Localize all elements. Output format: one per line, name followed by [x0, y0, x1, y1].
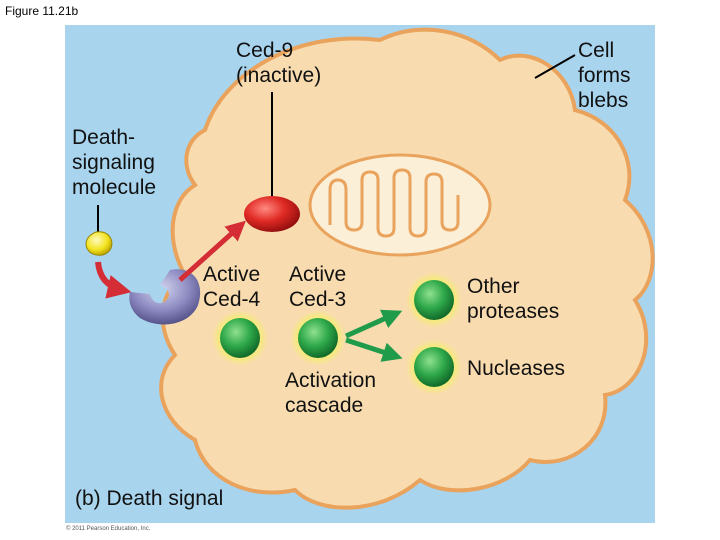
inhibition-arrow	[178, 220, 246, 282]
cascade-label: Activation cascade	[285, 369, 377, 417]
ced9-label: Ced-9 (inactive)	[236, 39, 322, 87]
active-ced4	[212, 310, 268, 366]
cascade-arrow-up	[344, 309, 403, 339]
cascade-arrow-down	[345, 337, 403, 362]
receptor-protein	[129, 269, 201, 325]
other-proteases-label: Other proteases	[467, 275, 560, 323]
nucleases-protein	[406, 339, 462, 395]
ced3-label: Active Ced-3	[289, 263, 347, 311]
binding-arrow	[95, 261, 132, 299]
cell-body	[159, 27, 655, 510]
death-signaling-molecule	[85, 231, 113, 256]
panel-title: (b) Death signal	[75, 487, 224, 510]
figure-label: Figure 11.21b	[5, 4, 79, 18]
copyright-notice: © 2011 Pearson Education, Inc.	[66, 526, 151, 532]
blebs-label: Cell forms blebs	[578, 39, 631, 112]
other-proteases-protein	[406, 272, 462, 328]
nucleases-label: Nucleases	[467, 357, 566, 380]
death-molecule-label: Death- signaling molecule	[72, 126, 157, 199]
ced4-label: Active Ced-4	[203, 263, 261, 311]
active-ced3	[290, 310, 346, 366]
ced9-protein	[244, 196, 300, 232]
blebs-pointer-line	[534, 54, 576, 79]
mitochondrion	[308, 153, 492, 257]
